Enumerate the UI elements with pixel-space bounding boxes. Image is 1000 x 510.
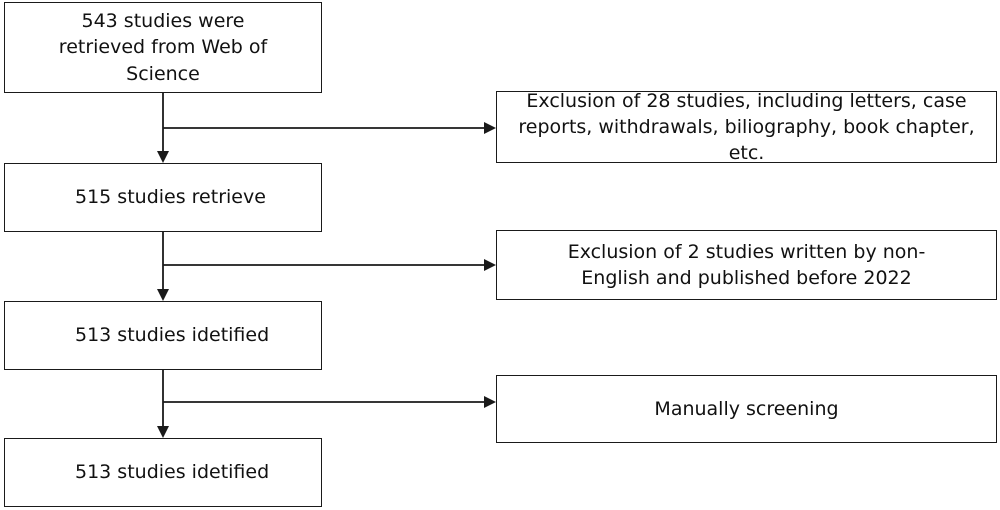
flow-step-box-2: 515 studies retrieve (4, 163, 322, 232)
arrowhead-down-3 (157, 426, 169, 438)
flow-step-text-2: 515 studies retrieve (75, 186, 266, 209)
arrowhead-right-1 (484, 122, 496, 134)
exclusion-box-1: Exclusion of 28 studies, including lette… (496, 90, 997, 164)
arrowhead-down-2 (157, 289, 169, 301)
exclusion-box-2: Exclusion of 2 studies written by non- E… (496, 230, 997, 300)
flow-step-text-1: 543 studies were retrieved from Web of S… (58, 10, 268, 85)
arrowhead-right-2 (484, 259, 496, 271)
flow-step-box-4: 513 studies idetified (4, 438, 322, 507)
exclusion-box-3: Manually screening (496, 375, 997, 443)
flow-step-text-3: 513 studies idetified (75, 324, 270, 347)
exclusion-text-1: Exclusion of 28 studies, including lette… (518, 89, 975, 165)
arrowhead-down-1 (157, 151, 169, 163)
flow-step-box-1: 543 studies were retrieved from Web of S… (4, 2, 322, 93)
flow-step-text-4: 513 studies idetified (75, 461, 270, 484)
arrowhead-right-3 (484, 396, 496, 408)
flow-step-box-3: 513 studies idetified (4, 301, 322, 370)
exclusion-text-3: Manually screening (654, 397, 839, 420)
exclusion-text-2: Exclusion of 2 studies written by non- E… (567, 240, 926, 289)
